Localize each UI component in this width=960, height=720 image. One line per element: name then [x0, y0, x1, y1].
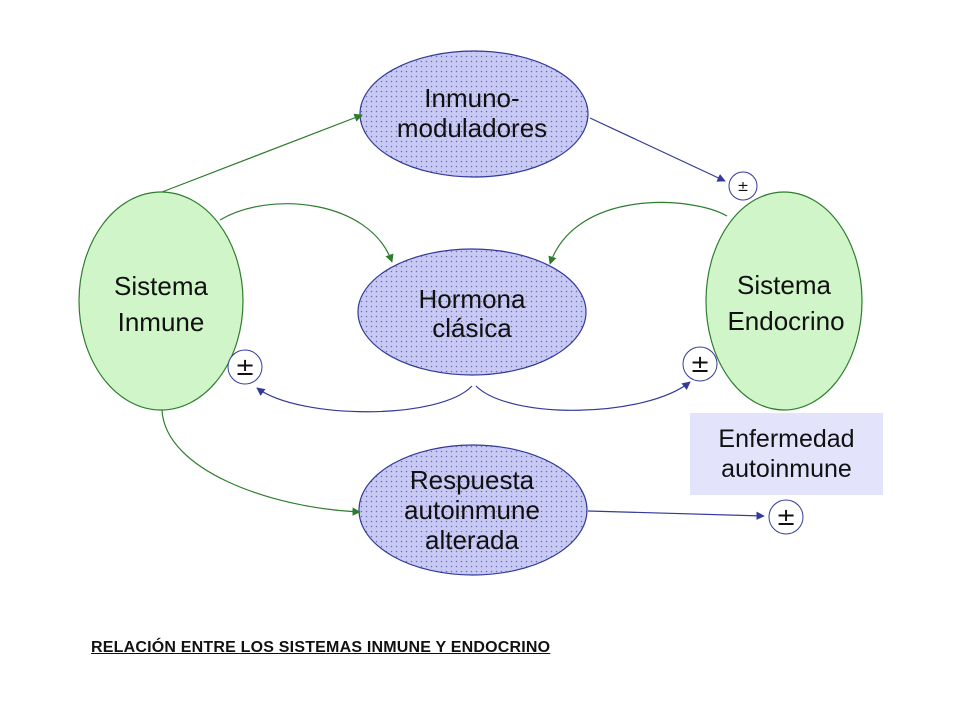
- immunomodulators-label-line1: Inmuno-: [424, 83, 519, 113]
- autoimmune-disease-box: Enfermedad autoinmune: [690, 413, 883, 495]
- immunomodulators-label-line2: moduladores: [397, 113, 547, 143]
- classic-hormone-label-line2: clásica: [432, 313, 512, 343]
- arrow-hormone-to-endocrine-sign: [475, 381, 691, 411]
- endocrine-system-ellipse: [705, 191, 863, 411]
- plus-minus-circle-top: [728, 171, 758, 201]
- arrow-immune-to-immunomodulators: [161, 113, 363, 193]
- plus-minus-sign-top: ±: [737, 179, 749, 195]
- classic-hormone-label-line1: Hormona: [419, 284, 526, 314]
- classic-hormone-ellipse: [357, 248, 587, 376]
- disease-box-line2: autoinmune: [721, 455, 852, 483]
- arrow-endocrine-to-hormone: [548, 201, 728, 265]
- plus-minus-circle-immune: [227, 349, 263, 385]
- disease-box-line1: Enfermedad: [718, 425, 855, 453]
- arrow-immune-to-autoimmune-response: [161, 409, 361, 516]
- plus-minus-circle-endocrine: [682, 346, 718, 382]
- autoimmune-response-label-line2: autoinmune: [404, 495, 540, 525]
- immune-system-label-line1: Sistema: [114, 271, 208, 301]
- plus-minus-sign-endocrine: ±: [690, 350, 710, 378]
- diagram-caption: RELACIÓN ENTRE LOS SISTEMAS INMUNE Y END…: [91, 639, 551, 656]
- arrow-hormone-to-immune-sign: [256, 385, 473, 413]
- arrow-immune-to-hormone: [219, 203, 394, 263]
- arrow-autoimmune-response-to-sign: [587, 510, 765, 520]
- arrow-immunomodulators-to-sign: [589, 117, 726, 182]
- immune-system-ellipse: [78, 191, 244, 411]
- plus-minus-sign-immune: ±: [235, 353, 255, 381]
- plus-minus-sign-bottom: ±: [776, 503, 796, 531]
- autoimmune-response-label-line3: alterada: [425, 525, 519, 555]
- autoimmune-response-label-line1: Respuesta: [410, 465, 535, 495]
- plus-minus-circle-bottom: [768, 499, 804, 535]
- endocrine-system-label-line1: Sistema: [737, 270, 831, 300]
- endocrine-system-label-line2: Endocrino: [727, 306, 844, 336]
- immune-system-label-line2: Inmune: [118, 307, 205, 337]
